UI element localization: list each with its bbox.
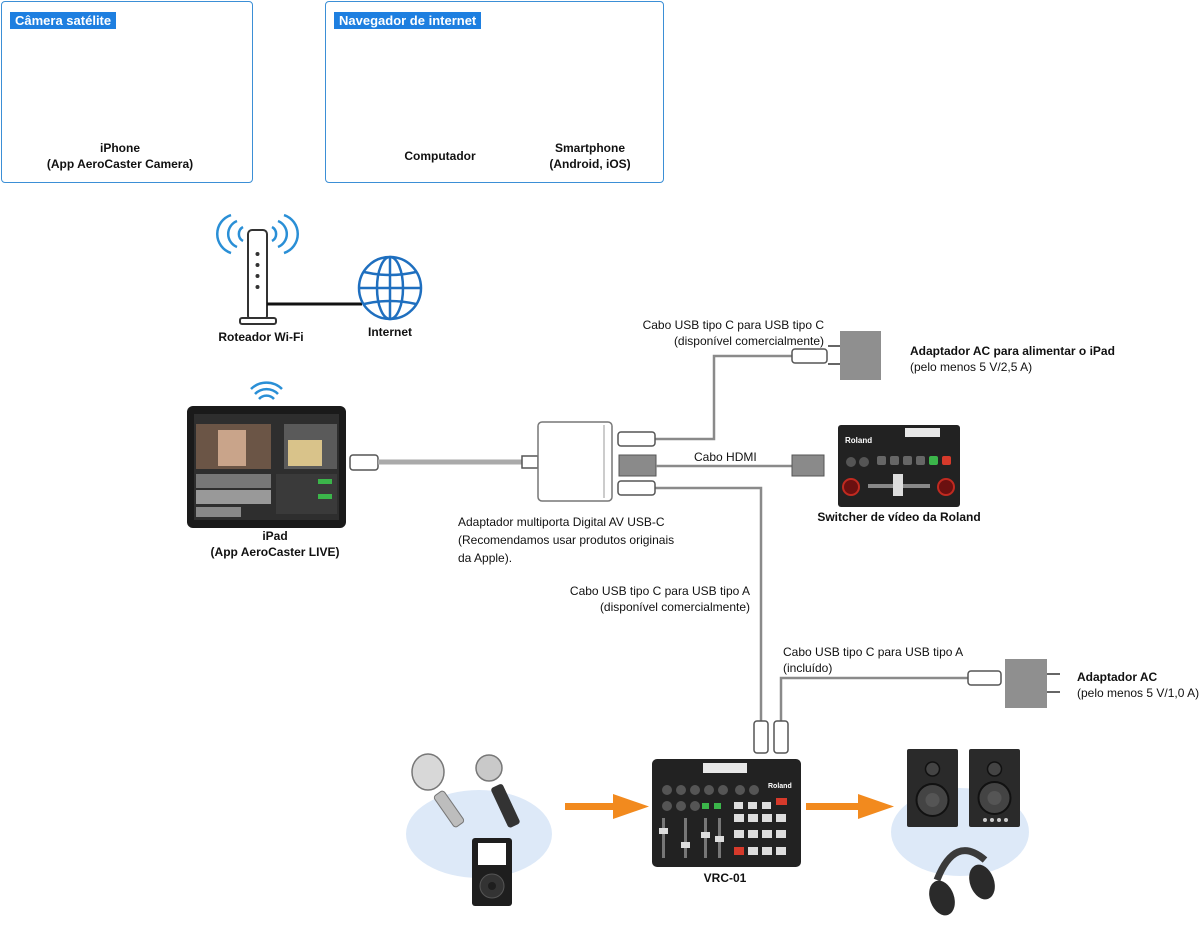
hdmi-cable: [618, 454, 825, 477]
cable-included-to-ac: [779, 676, 968, 721]
output-arrow-icon: [806, 794, 894, 819]
ac-adapter-vrc-icon: [1005, 659, 1060, 708]
web-browser-title: Navegador de internet: [334, 12, 482, 29]
usbc-usbc-cable-label: Cabo USB tipo C para USB tipo C (disponí…: [642, 318, 824, 348]
usb-plug-adapter-top: [617, 431, 656, 447]
usba-plug-ac-vrc: [967, 670, 1002, 686]
svg-text:Roland: Roland: [768, 783, 792, 790]
router-icon: [239, 229, 277, 325]
satellite-camera-box: Câmera satélite: [1, 1, 253, 183]
headphones-icon: [929, 847, 995, 916]
smartphone-label: Smartphone (Android, iOS): [549, 141, 631, 171]
cable-usbc-to-ac-ipad: [655, 354, 792, 441]
switcher-label: Switcher de vídeo da Roland: [817, 510, 981, 524]
vrc-01-icon: Roland: [652, 759, 801, 867]
music-player-icon: [472, 838, 512, 906]
ac-adapter-vrc-label: Adaptador AC (pelo menos 5 V/1,0 A): [1077, 670, 1200, 700]
web-browser-box: Navegador de internet: [325, 1, 664, 183]
ipad-usbc-cable: [349, 454, 539, 471]
input-arrow-icon: [565, 794, 649, 819]
ac-adapter-ipad-label: Adaptador AC para alimentar o iPad (pelo…: [910, 344, 1115, 374]
satellite-camera-title: Câmera satélite: [10, 12, 117, 29]
multiport-adapter-icon: [537, 421, 613, 502]
ipad-icon: [187, 406, 346, 528]
usbc-plug-ac-ipad: [791, 348, 828, 364]
router-label: Roteador Wi-Fi: [218, 330, 304, 344]
usb-plug-adapter-bottom: [617, 480, 656, 496]
roland-switcher-icon: Roland: [838, 425, 960, 507]
speaker-icon-right: [969, 749, 1020, 827]
internet-label: Internet: [367, 325, 412, 339]
svg-text:Roland: Roland: [845, 436, 872, 445]
vrc-usb-plugs: [753, 720, 789, 754]
multiport-adapter-label: Adaptador multiporta Digital AV USB-C (R…: [458, 515, 675, 565]
usbc-usba-cable-label: Cabo USB tipo C para USB tipo A (disponí…: [569, 584, 750, 614]
globe-icon: [357, 255, 423, 321]
speaker-icon-left: [907, 749, 958, 827]
cable-usbc-to-vrc: [655, 486, 763, 721]
vrc-01-label: VRC-01: [703, 871, 747, 885]
included-cable-label: Cabo USB tipo C para USB tipo A (incluíd…: [783, 645, 964, 675]
hdmi-cable-label: Cabo HDMI: [694, 450, 757, 464]
microphone-icon-1: [411, 753, 465, 828]
ipad-label: iPad (App AeroCaster LIVE): [210, 529, 340, 559]
iphone-label: iPhone (App AeroCaster Camera): [46, 141, 194, 171]
computer-label: Computador: [404, 149, 476, 163]
ac-adapter-ipad-icon: [828, 331, 881, 380]
microphone-icon-2: [475, 754, 520, 828]
wifi-icon-ipad: [250, 381, 283, 400]
wifi-icon-router: [216, 213, 299, 255]
